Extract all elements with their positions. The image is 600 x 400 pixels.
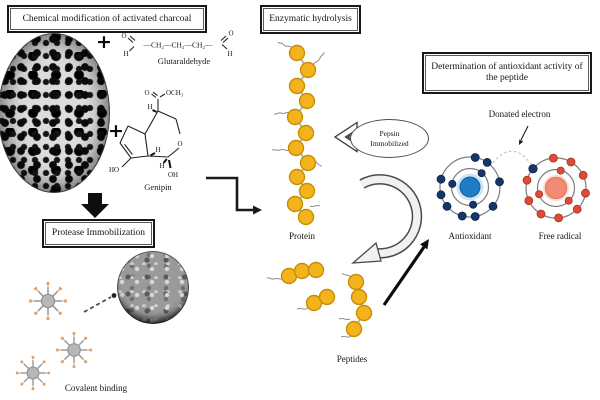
peptide-bead (355, 304, 373, 322)
protein-chain (271, 41, 325, 226)
carbon-chain-label: —CH₂—CH₂—CH₂— (142, 41, 213, 50)
atom-label: O (228, 30, 233, 38)
hydroxyl-label: OH (168, 171, 178, 179)
electron (436, 174, 446, 184)
electron (524, 196, 534, 206)
glutaraldehyde-label: Glutaraldehyde (157, 56, 211, 66)
protease-immobilization-box: Protease Immobilization (42, 219, 155, 248)
protein-label: Protein (289, 231, 315, 241)
electron (572, 204, 582, 214)
glutaraldehyde-structure: O H —CH₂—CH₂—CH₂— O H (121, 30, 233, 59)
stereo-h-label: H (147, 103, 152, 111)
peptide-bead (350, 288, 368, 306)
electron (436, 190, 446, 200)
donated-electron-arrow (519, 125, 529, 145)
electron (470, 153, 480, 162)
atom-label: O (121, 32, 126, 40)
free-radical-atom (522, 153, 590, 223)
determination-box: Determination of antioxidant activity of… (422, 52, 592, 94)
genipin-label: Genipin (144, 182, 172, 192)
electron-transfer-curve (492, 150, 532, 165)
electron (522, 175, 532, 185)
electron (482, 157, 492, 167)
ester-group-label: OCH₃ (166, 89, 184, 97)
antioxidant-atom (436, 153, 504, 221)
pepsin-immobilized-bubble: Pepsin Immobilized (350, 119, 429, 158)
atom-label: O (144, 89, 149, 97)
elbow-arrow-icon (206, 176, 262, 215)
electron (564, 196, 573, 205)
amino-acid-bead (288, 77, 306, 95)
peptide-bead (345, 320, 363, 338)
peptide-bead (293, 262, 311, 280)
activated-charcoal-micrograph (0, 33, 110, 193)
peptides-label: Peptides (336, 354, 368, 364)
amino-acid-bead (288, 44, 306, 62)
peptide-bead (318, 288, 336, 306)
down-arrow-icon (81, 193, 109, 218)
hydroxyl-label: HO (109, 166, 119, 174)
electron (566, 157, 576, 167)
electron (457, 211, 467, 221)
atom-label: H (227, 50, 232, 58)
electron (488, 201, 498, 211)
amino-acid-bead (297, 124, 315, 142)
ring-oxygen-label: O (177, 140, 182, 148)
electron (556, 166, 565, 175)
nucleus (459, 176, 481, 198)
free-radical-label: Free radical (538, 231, 582, 241)
outer-orbit (439, 156, 501, 218)
enzyme-star-icon (56, 332, 92, 368)
pepsin-bubble-line2: Immobilized (370, 138, 409, 148)
electron (442, 201, 452, 211)
curved-arrow-icon (351, 174, 423, 264)
electron (535, 190, 544, 199)
amino-acid-bead (297, 208, 315, 226)
antioxidant-label: Antioxidant (448, 231, 492, 241)
electron (470, 212, 480, 221)
amino-acid-bead (298, 92, 316, 110)
atom-label: H (123, 50, 128, 58)
amino-acid-bead (299, 154, 317, 172)
electron (536, 209, 546, 219)
chemical-modification-box: Chemical modification of activated charc… (7, 5, 207, 33)
stereo-h-label: H (159, 162, 164, 170)
immobilized-enzyme-micrograph (117, 251, 189, 324)
genipin-structure: O OCH₃ O HO OH H H H (109, 89, 184, 179)
amino-acid-bead (288, 168, 306, 186)
enzyme-star-icon (29, 282, 67, 320)
amino-acid-bead (286, 108, 304, 126)
plus-icon: + (108, 120, 124, 142)
electron (448, 179, 457, 188)
donated-electron-dot (528, 164, 538, 174)
dashed-arrow-icon (83, 293, 117, 313)
electron (549, 153, 558, 163)
stereo-h-label: H (155, 146, 160, 154)
electron (578, 170, 588, 180)
amino-acid-bead (287, 139, 305, 157)
covalent-binding-label: Covalent binding (64, 383, 128, 393)
amino-acid-bead (286, 195, 304, 213)
electron (554, 213, 563, 223)
inner-orbit (536, 168, 576, 208)
amino-acid-bead (298, 182, 316, 200)
donated-electron-label: Donated electron (488, 109, 551, 119)
arrow-to-antioxidant (382, 239, 429, 306)
electron (477, 169, 486, 178)
electron (495, 177, 504, 187)
enzymatic-hydrolysis-box: Enzymatic hydrolysis (260, 5, 361, 34)
amino-acid-bead (299, 61, 317, 79)
pepsin-bubble-line1: Pepsin (379, 128, 400, 138)
peptide-clusters (266, 261, 373, 338)
peptide-bead (347, 273, 365, 291)
nucleus (545, 177, 567, 199)
electron (581, 188, 590, 198)
electron (469, 200, 478, 209)
plus-icon: + (96, 31, 112, 53)
peptide-bead (307, 261, 325, 279)
